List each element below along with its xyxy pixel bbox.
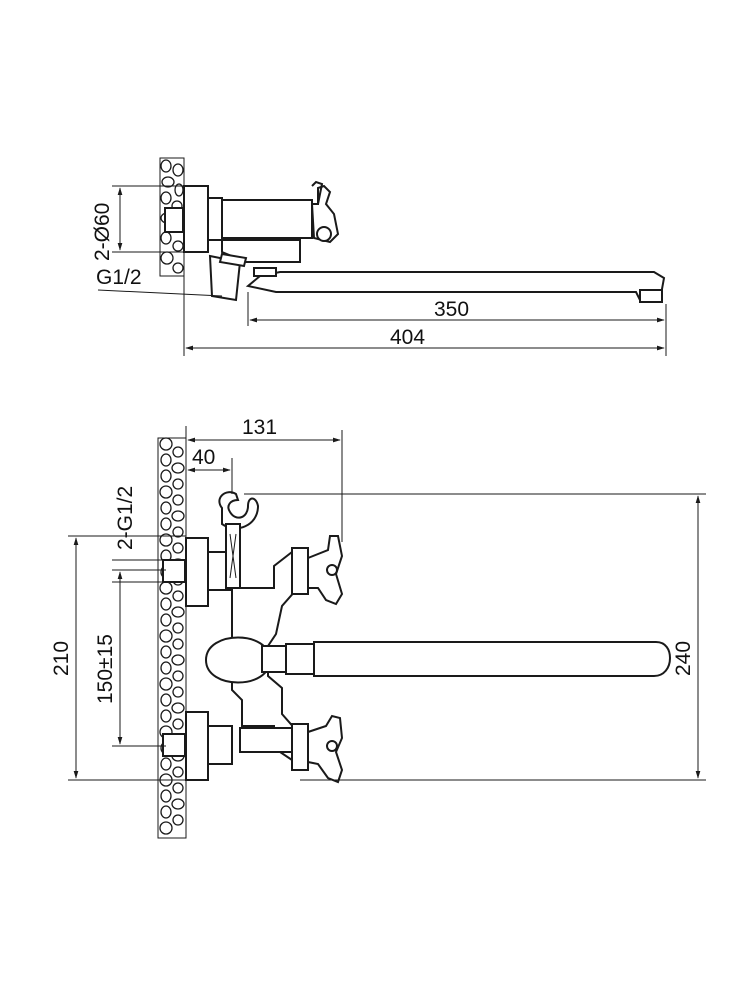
handle-offset-label: 131 [242,416,277,439]
top-view: 2-Ø60 G1/2 350 404 [91,157,667,356]
dim-131: 131 [185,416,343,542]
top-dim-350: 350 [247,292,667,326]
lower-handle [291,714,344,784]
front-wall [157,437,187,839]
inlet-spacing-label: 150±15 [94,634,117,704]
spout-length-label: 350 [434,298,469,321]
top-dim-diameter: 2-Ø60 [91,185,190,261]
total-length-label: 404 [390,326,425,349]
front-spout [313,641,672,677]
top-dim-404: 404 [183,260,667,356]
lower-inlet [162,711,233,781]
holder-offset-label: 40 [192,446,215,469]
top-thread-label: G1/2 [96,266,142,289]
top-thread-leader: G1/2 [96,266,223,297]
front-view: 131 40 2-G1/2 150±15 210 [50,416,706,839]
upper-handle [291,535,344,606]
inlet-thread-leader: 2-G1/2 [112,486,164,583]
dim-240: 240 [244,493,706,781]
spout-height-label: 240 [672,641,695,676]
dim-210: 210 [50,535,186,781]
shower-holder [218,491,260,589]
top-faucet-body [164,180,666,303]
dim-150: 150±15 [94,569,166,747]
front-faucet-body [204,550,317,762]
top-diameter-label: 2-Ø60 [91,203,114,261]
dim-40: 40 [187,446,233,494]
total-height-label: 210 [50,641,73,676]
inlet-thread-label: 2-G1/2 [114,486,137,550]
